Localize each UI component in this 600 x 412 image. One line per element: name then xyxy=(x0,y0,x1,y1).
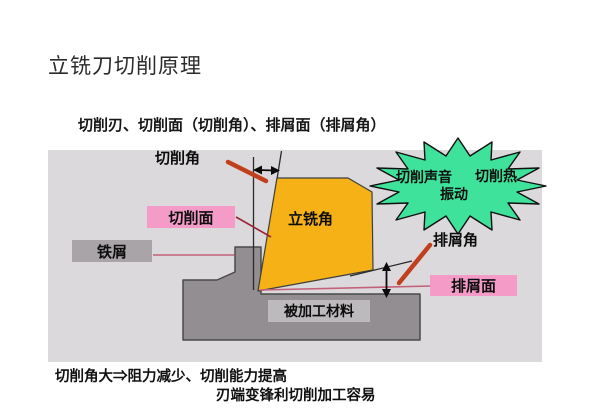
cutting-angle-red-line xyxy=(225,159,269,184)
chip-face-extension-line xyxy=(349,260,413,277)
burst-cutting-heat-label: 切削热 xyxy=(475,168,517,184)
iron-chip-label: 铁屑 xyxy=(72,240,152,262)
workpiece-label: 被加工材料 xyxy=(268,300,370,322)
note-sharp-edge-benefit: 刃端变锋利切削加工容易 xyxy=(216,388,376,404)
burst-cutting-sound-label: 切削声音 xyxy=(396,169,452,185)
end-mill-cutter-shape xyxy=(257,177,374,292)
chip-gap-arrowhead-bottom xyxy=(382,289,391,298)
cutting-angle-label: 切削角 xyxy=(155,150,201,167)
diagram-subtitle: 切削刃、切削面（切削角）、排屑面（排屑角） xyxy=(78,117,386,134)
starburst-shape xyxy=(369,137,547,235)
chip-removal-angle-label: 排屑角 xyxy=(433,232,479,249)
chip-removal-angle-red-line xyxy=(396,242,433,286)
note-cutting-angle-benefit: 切削角大⇒阻力减少、切削能力提高 xyxy=(55,369,287,385)
cutting-angle-arrowhead-right xyxy=(271,166,280,175)
cutting-angle-arrowhead-left xyxy=(253,165,262,175)
burst-vibration-label: 振动 xyxy=(440,186,468,202)
cutting-face-leader-line xyxy=(235,216,272,238)
chip-removal-face-label: 排屑面 xyxy=(430,275,517,296)
end-mill-angle-label: 立铣角 xyxy=(288,211,334,228)
cutting-face-label: 切削面 xyxy=(147,206,235,228)
chip-removal-face-leader-line xyxy=(259,285,432,291)
chip-gap-arrowhead-top xyxy=(382,262,391,271)
page-title: 立铣刀切削原理 xyxy=(48,55,202,78)
